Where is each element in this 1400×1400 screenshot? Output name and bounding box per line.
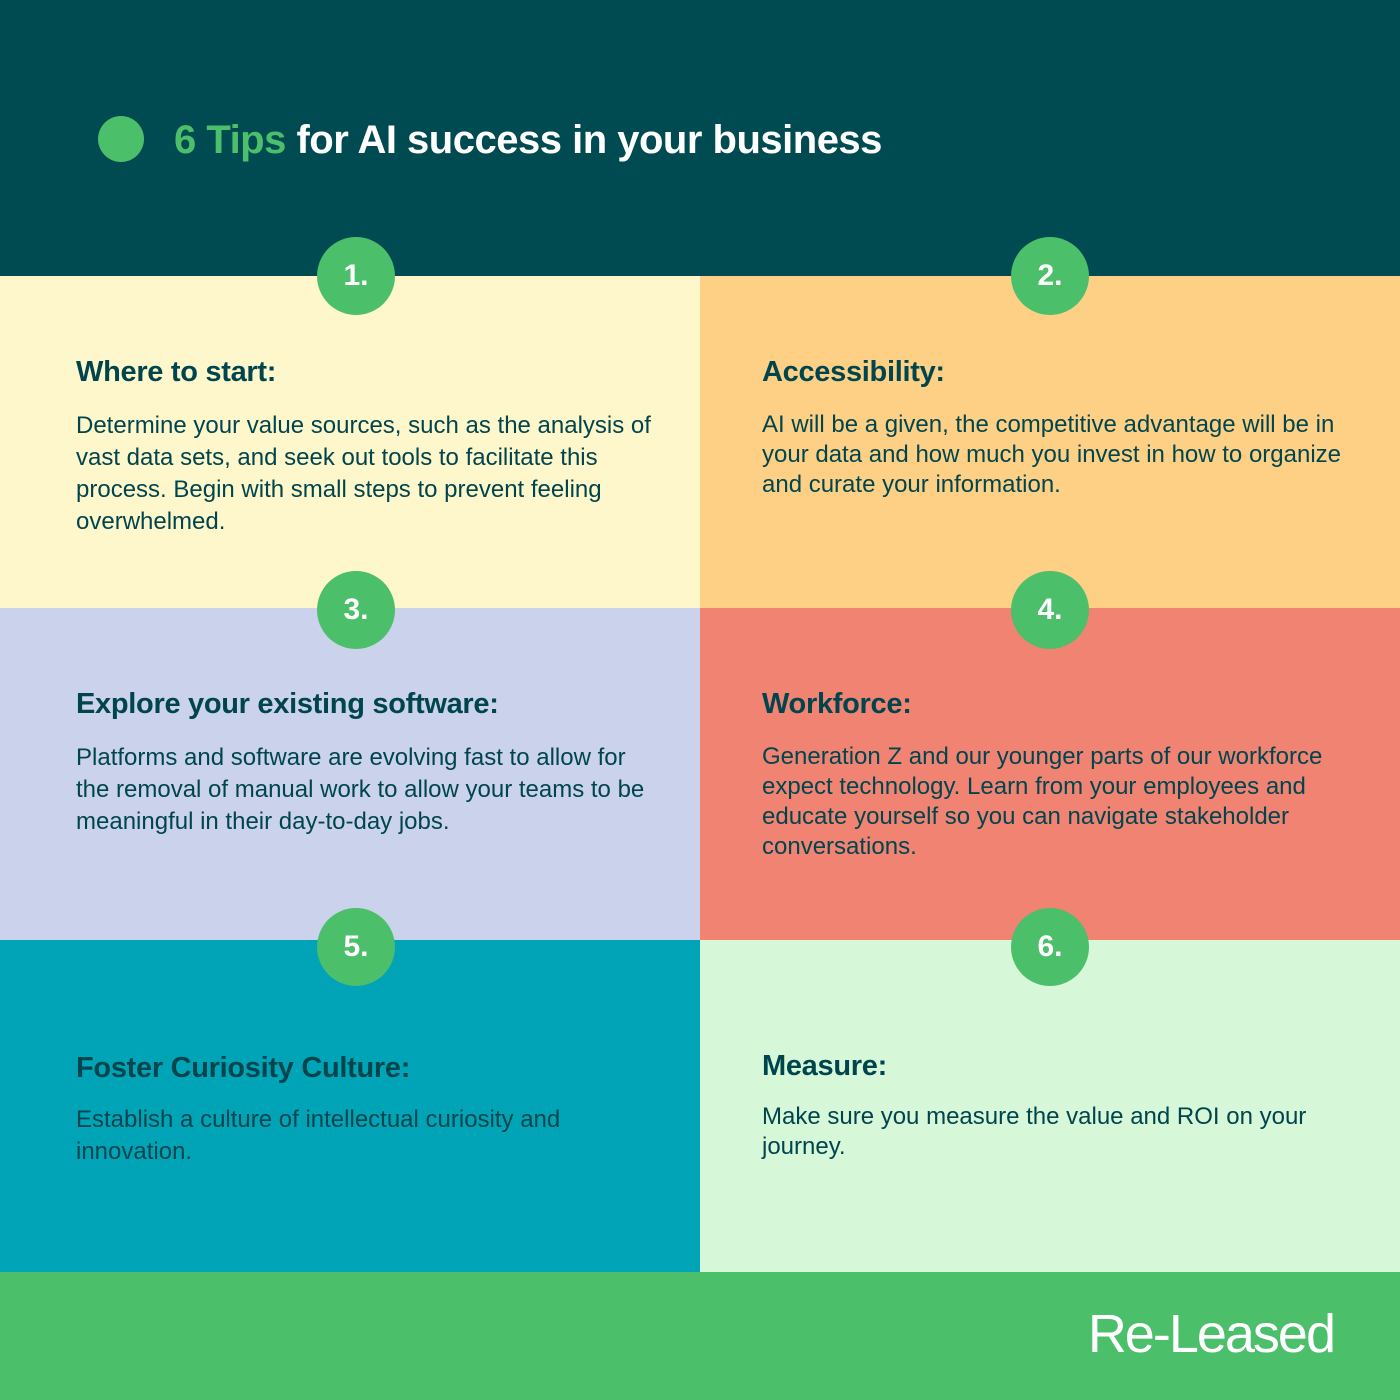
- tip-heading: Explore your existing software:: [76, 688, 499, 720]
- tip-number-badge-5: 5.: [317, 908, 395, 986]
- tip-body: Determine your value sources, such as th…: [76, 412, 651, 535]
- page-title: 6 Tips for AI success in your business: [174, 112, 882, 168]
- tip-card-2: Accessibility: AI will be a given, the c…: [700, 276, 1400, 608]
- tip-number-badge-6: 6.: [1011, 908, 1089, 986]
- tip-body: Generation Z and our younger parts of ou…: [762, 743, 1323, 860]
- tip-card-5: Foster Curiosity Culture: Establish a cu…: [0, 940, 700, 1272]
- tip-heading: Measure:: [762, 1050, 887, 1082]
- tip-heading: Accessibility:: [762, 356, 945, 388]
- tip-card-1: Where to start: Determine your value sou…: [0, 276, 700, 608]
- tip-body: Make sure you measure the value and ROI …: [762, 1103, 1307, 1160]
- circle-bullet-icon: [98, 116, 144, 162]
- tip-card-6: Measure: Make sure you measure the value…: [700, 940, 1400, 1272]
- tip-number-badge-1: 1.: [317, 237, 395, 315]
- brand-logo: Re-Leased: [1087, 1304, 1336, 1364]
- tip-heading: Foster Curiosity Culture:: [76, 1052, 411, 1084]
- footer-bar: Re-Leased: [0, 1272, 1400, 1400]
- tip-heading: Workforce:: [762, 688, 912, 720]
- tip-card-4: Workforce: Generation Z and our younger …: [700, 608, 1400, 940]
- header-banner: 6 Tips for AI success in your business: [0, 0, 1400, 276]
- tip-body: AI will be a given, the competitive adva…: [762, 411, 1342, 498]
- page-title-rest: for AI success in your business: [285, 118, 882, 162]
- tip-number-badge-4: 4.: [1011, 571, 1089, 649]
- tip-card-3: Explore your existing software: Platform…: [0, 608, 700, 940]
- tip-number-badge-2: 2.: [1011, 237, 1089, 315]
- tip-body: Establish a culture of intellectual curi…: [76, 1106, 561, 1165]
- tip-heading: Where to start:: [76, 356, 277, 388]
- tip-number-badge-3: 3.: [317, 571, 395, 649]
- page-title-accent: 6 Tips: [174, 118, 286, 162]
- tip-body: Platforms and software are evolving fast…: [76, 744, 645, 835]
